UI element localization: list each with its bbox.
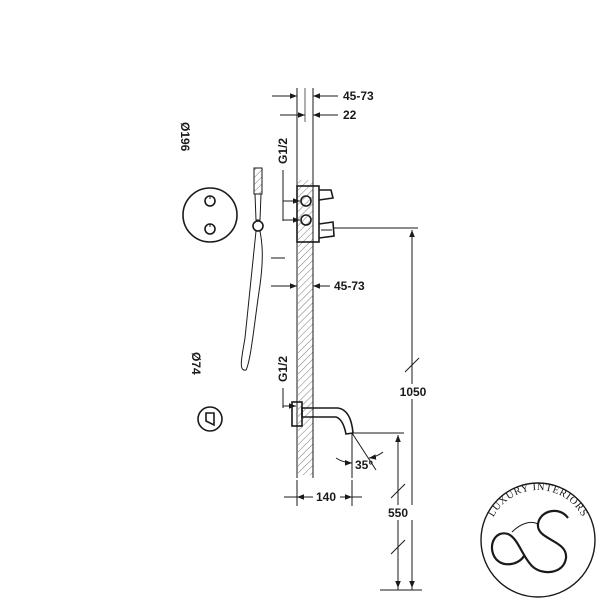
bath-spout [291, 401, 354, 435]
mixer-body [296, 185, 335, 243]
spout-projection-label: 140 [316, 490, 336, 504]
top-range-label: 45-73 [343, 89, 374, 103]
round-wall-plate [182, 187, 238, 243]
diverter-knob [197, 406, 223, 432]
mid-range-dimension: 45-73 [271, 257, 365, 293]
top-offset-dimension: 22 [280, 108, 357, 122]
lower-thread-label: G1/2 [276, 356, 290, 382]
wall-section [296, 88, 314, 478]
top-range-dimension: 45-73 [272, 89, 374, 103]
spout-height-dimension: 550 [382, 435, 414, 590]
spout-height-label: 550 [388, 506, 408, 520]
height-total-dimension: 1050 [334, 227, 431, 590]
height-total-label: 1050 [400, 385, 427, 399]
upper-thread-leader [282, 170, 300, 223]
spout-angle-dimension: 35° [335, 432, 404, 478]
plate-diameter-label: Ø196 [178, 122, 192, 152]
luxury-interiors-logo: LUXURY INTERIORS [480, 482, 596, 598]
upper-thread-label: G1/2 [276, 138, 290, 164]
hand-shower [240, 167, 264, 371]
knob-diameter-label: Ø74 [189, 352, 203, 375]
mid-range-label: 45-73 [334, 279, 365, 293]
top-offset-label: 22 [343, 108, 357, 122]
spout-angle-label: 35° [355, 458, 373, 472]
lower-thread-leader [282, 388, 296, 409]
logo-s-mark [490, 509, 569, 574]
spout-projection-dimension: 140 [284, 480, 362, 506]
